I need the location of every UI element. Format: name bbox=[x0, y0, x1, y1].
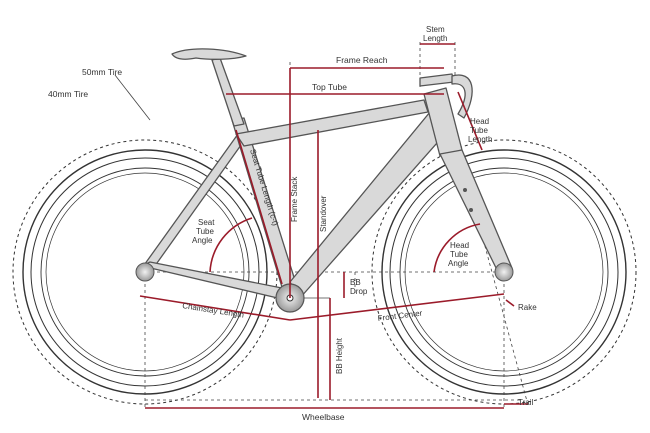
bottle-bolt-1 bbox=[463, 188, 467, 192]
label-head-tube-angle-line1: Head bbox=[450, 241, 469, 250]
label-chainstay-length: Chainstay Length bbox=[182, 301, 245, 320]
rear-hub bbox=[135, 262, 155, 282]
bike-frame bbox=[141, 48, 513, 301]
label-seat-tube-angle-line1: Seat bbox=[198, 218, 215, 227]
label-seat-tube-angle-line3: Angle bbox=[192, 236, 213, 245]
label-top-tube: Top Tube bbox=[312, 82, 347, 92]
label-bb-drop-line2: Drop bbox=[350, 287, 368, 296]
label-seat-tube-angle-line2: Tube bbox=[196, 227, 214, 236]
label-bb-drop-line1: BB bbox=[350, 278, 361, 287]
label-standover: Standover bbox=[319, 195, 328, 232]
label-rake: Rake bbox=[518, 303, 537, 312]
label-frame-stack: Frame Stack bbox=[290, 176, 299, 222]
label-head-tube-angle-line2: Tube bbox=[450, 250, 468, 259]
label-frame-reach: Frame Reach bbox=[336, 55, 388, 65]
label-front-center: Front Center bbox=[377, 309, 423, 323]
label-stem-length-line1: Stem bbox=[426, 25, 445, 34]
label-wheelbase: Wheelbase bbox=[302, 412, 345, 422]
label-tire-40: 40mm Tire bbox=[48, 89, 88, 99]
label-bb-height: BB Height bbox=[335, 337, 344, 374]
label-trail: Trail bbox=[518, 398, 533, 407]
label-head-tube-length-line1: Head bbox=[470, 117, 489, 126]
label-head-tube-angle-line3: Angle bbox=[448, 259, 469, 268]
label-head-tube-length-line2: Tube bbox=[470, 126, 488, 135]
front-hub bbox=[494, 262, 514, 282]
front-tire-50mm-outline bbox=[371, 139, 637, 405]
label-tire-50: 50mm Tire bbox=[82, 67, 122, 77]
bottle-bolt-2 bbox=[469, 208, 473, 212]
label-head-tube-length-line3: Length bbox=[468, 135, 492, 144]
dimension-lines bbox=[139, 43, 528, 409]
label-stem-length-line2: Length bbox=[423, 34, 447, 43]
